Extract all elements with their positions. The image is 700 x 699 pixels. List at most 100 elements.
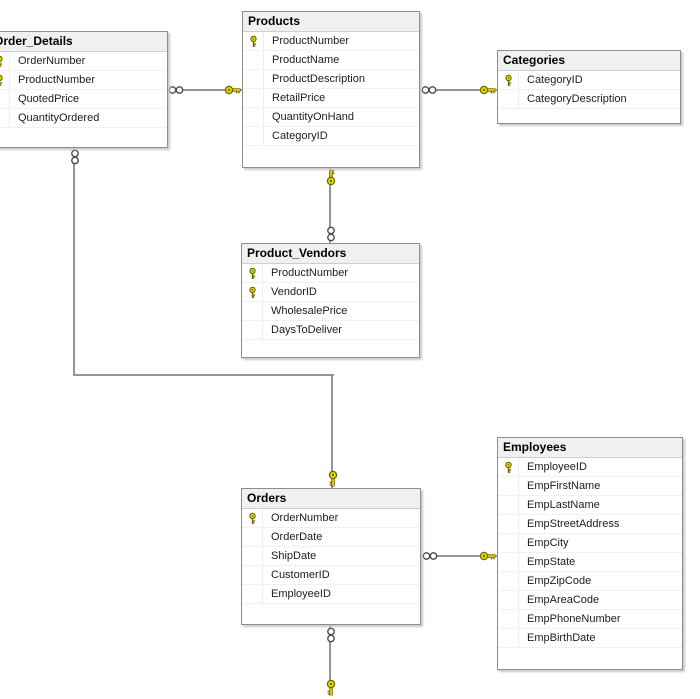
table-row[interactable]: ProductNumber xyxy=(0,71,167,90)
table-row[interactable]: EmpState xyxy=(498,553,682,572)
primary-key-icon xyxy=(248,286,256,298)
table-employees[interactable]: Employees EmployeeID EmpFirstName EmpLas… xyxy=(497,437,683,670)
field-name: EmpState xyxy=(527,556,576,568)
table-row[interactable]: ShipDate xyxy=(242,547,420,566)
primary-key-icon xyxy=(0,74,3,86)
key-cell xyxy=(242,547,263,565)
table-order-details[interactable]: Order_Details OrderNumber ProductNumber … xyxy=(0,31,168,148)
table-row[interactable]: DaysToDeliver xyxy=(242,321,419,340)
table-row[interactable]: OrderNumber xyxy=(242,509,420,528)
table-product-vendors[interactable]: Product_Vendors ProductNumber VendorID W… xyxy=(241,243,420,358)
table-row[interactable]: QuantityOrdered xyxy=(0,109,167,128)
key-cell xyxy=(498,515,519,533)
field-name: ProductNumber xyxy=(272,35,350,47)
table-row[interactable]: EmpCity xyxy=(498,534,682,553)
key-cell xyxy=(498,458,519,476)
key-cell xyxy=(498,90,519,108)
field-name: EmpBirthDate xyxy=(527,632,596,644)
table-row[interactable]: ProductDescription xyxy=(243,70,419,89)
table-row[interactable]: EmpAreaCode xyxy=(498,591,682,610)
table-row[interactable]: ProductNumber xyxy=(242,264,419,283)
field-name: EmpFirstName xyxy=(527,480,601,492)
table-row[interactable]: VendorID xyxy=(242,283,419,302)
key-cell xyxy=(498,610,519,628)
field-name: OrderNumber xyxy=(271,512,339,524)
field-name: ProductNumber xyxy=(271,267,349,279)
table-row[interactable]: WholesalePrice xyxy=(242,302,419,321)
key-cell xyxy=(498,553,519,571)
field-name: EmployeeID xyxy=(271,588,331,600)
table-row[interactable]: CategoryDescription xyxy=(498,90,680,109)
table-row[interactable]: EmpLastName xyxy=(498,496,682,515)
field-name: RetailPrice xyxy=(272,92,326,104)
table-row[interactable]: EmpPhoneNumber xyxy=(498,610,682,629)
field-name: WholesalePrice xyxy=(271,305,348,317)
table-row[interactable]: QuantityOnHand xyxy=(243,108,419,127)
table-orders[interactable]: Orders OrderNumber OrderDate ShipDate Cu… xyxy=(241,488,421,625)
table-rows: EmployeeID EmpFirstName EmpLastName EmpS… xyxy=(498,458,682,648)
table-row[interactable]: QuotedPrice xyxy=(0,90,167,109)
table-row[interactable]: ProductNumber xyxy=(243,32,419,51)
table-categories[interactable]: Categories CategoryID CategoryDescriptio… xyxy=(497,50,681,124)
primary-key-icon xyxy=(0,55,3,67)
table-row[interactable]: EmployeeID xyxy=(498,458,682,477)
key-cell xyxy=(498,572,519,590)
relationship-line[interactable] xyxy=(420,89,497,91)
many-infinity-icon xyxy=(421,86,437,94)
key-cell xyxy=(242,566,263,584)
many-infinity-icon xyxy=(168,86,184,94)
one-key-icon xyxy=(479,85,496,95)
key-cell xyxy=(243,51,264,69)
table-title: Products xyxy=(243,12,419,32)
table-row[interactable]: EmpStreetAddress xyxy=(498,515,682,534)
field-name: EmpZipCode xyxy=(527,575,592,587)
one-key-icon xyxy=(326,169,336,186)
field-name: CategoryID xyxy=(272,130,328,142)
table-row[interactable]: EmpFirstName xyxy=(498,477,682,496)
field-name: ProductName xyxy=(272,54,340,66)
relationship-line[interactable] xyxy=(73,374,334,376)
table-row[interactable]: CategoryID xyxy=(498,71,680,90)
key-cell xyxy=(498,591,519,609)
table-row[interactable]: CategoryID xyxy=(243,127,419,146)
table-row[interactable]: OrderDate xyxy=(242,528,420,547)
table-row[interactable]: EmployeeID xyxy=(242,585,420,604)
field-name: EmployeeID xyxy=(527,461,587,473)
table-row[interactable]: RetailPrice xyxy=(243,89,419,108)
relationship-line[interactable] xyxy=(168,89,242,91)
key-cell xyxy=(498,477,519,495)
relationship-line[interactable] xyxy=(73,148,75,375)
key-cell xyxy=(0,52,10,70)
table-row[interactable]: ProductName xyxy=(243,51,419,70)
field-name: QuotedPrice xyxy=(18,93,80,105)
table-title: Categories xyxy=(498,51,680,71)
table-rows: ProductNumber VendorID WholesalePrice Da… xyxy=(242,264,419,340)
relationship-line[interactable] xyxy=(421,555,497,557)
relationship-line[interactable] xyxy=(331,374,333,488)
relationship-line[interactable] xyxy=(329,625,331,685)
many-infinity-icon xyxy=(71,149,79,165)
key-cell xyxy=(498,629,519,647)
table-rows: OrderNumber OrderDate ShipDate CustomerI… xyxy=(242,509,420,604)
table-products[interactable]: Products ProductNumber ProductName Produ… xyxy=(242,11,420,168)
field-name: EmpPhoneNumber xyxy=(527,613,621,625)
one-key-icon xyxy=(328,470,338,487)
table-title: Orders xyxy=(242,489,420,509)
field-name: ProductDescription xyxy=(272,73,365,85)
key-cell xyxy=(243,89,264,107)
key-cell xyxy=(242,302,263,320)
many-infinity-icon xyxy=(327,627,335,643)
primary-key-icon xyxy=(248,267,256,279)
field-name: OrderDate xyxy=(271,531,323,543)
table-row[interactable]: OrderNumber xyxy=(0,52,167,71)
key-cell xyxy=(243,127,264,145)
relationship-line[interactable] xyxy=(329,168,331,243)
key-cell xyxy=(242,283,263,301)
primary-key-icon xyxy=(248,512,256,524)
one-key-icon xyxy=(224,85,241,95)
key-cell xyxy=(242,321,263,339)
table-row[interactable]: EmpBirthDate xyxy=(498,629,682,648)
table-row[interactable]: EmpZipCode xyxy=(498,572,682,591)
table-row[interactable]: CustomerID xyxy=(242,566,420,585)
field-name: ShipDate xyxy=(271,550,317,562)
